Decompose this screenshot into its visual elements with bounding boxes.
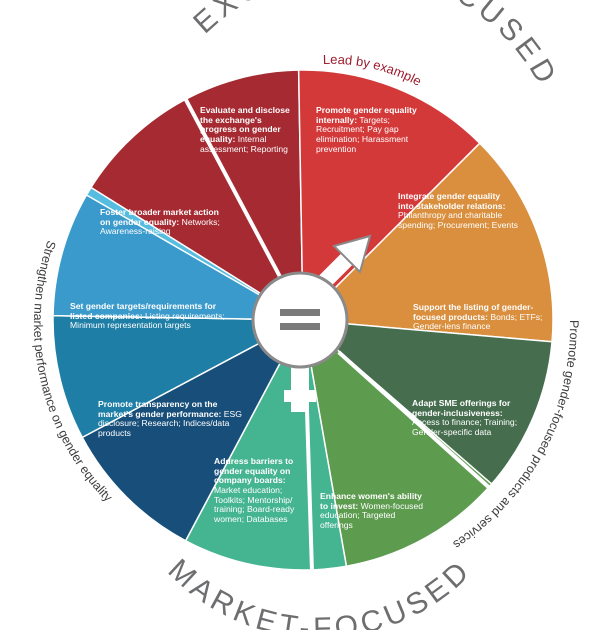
segment-targets-text: Set gender targets/requirements for list…	[70, 301, 225, 331]
segment-listing	[300, 319, 553, 486]
segment-stakeholder-text: Integrate gender equality into stakehold…	[398, 191, 518, 230]
segment-foster	[85, 186, 304, 321]
segment-boards	[81, 318, 305, 542]
half-divider-1	[337, 350, 492, 491]
segment-evaluate-text: Evaluate and disclose the exchange's pro…	[200, 105, 290, 154]
segment-stakeholder	[301, 142, 554, 343]
dividers-layer	[182, 96, 492, 573]
segment-transparency	[52, 314, 306, 439]
segments-layer	[52, 69, 554, 571]
bottom-divider	[305, 409, 314, 573]
segment-boards-text: Address barriers to gender equality on c…	[214, 456, 295, 524]
segment-foster-text: Foster broader market action on gender e…	[100, 207, 220, 237]
segment-transparency-text: Promote transparency on the market's gen…	[98, 399, 242, 438]
segment-evaluate	[85, 69, 304, 322]
segment-promote-internally-text: Promote gender equality internally: Targ…	[316, 105, 417, 154]
half-divider-0	[182, 96, 283, 279]
gender-equality-symbol-icon	[251, 234, 372, 412]
segment-listing-text: Support the listing of gender-focused pr…	[413, 302, 543, 332]
center-circle	[251, 271, 349, 369]
segment-women-invest-text: Enhance women's ability to invest: Women…	[320, 491, 424, 530]
segment-sme	[301, 318, 493, 568]
segment-sme-text: Adapt SME offerings for gender-inclusive…	[412, 398, 518, 437]
